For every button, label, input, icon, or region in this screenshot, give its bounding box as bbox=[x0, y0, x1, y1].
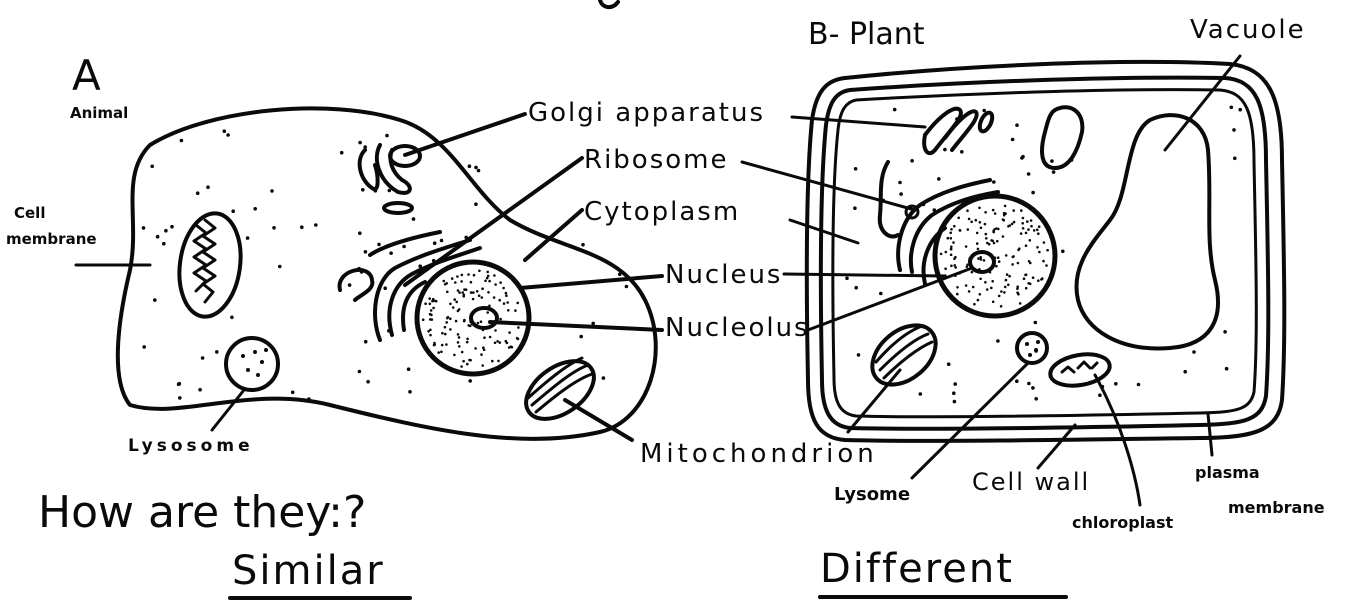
golgi-leader-animal bbox=[405, 114, 525, 155]
animal-letter: A bbox=[72, 51, 101, 100]
mitochondrion-label: Mitochondrion bbox=[640, 439, 878, 469]
animal-golgi bbox=[360, 145, 420, 213]
golgi-label: Golgi apparatus bbox=[528, 98, 765, 128]
nucleolus-label: Nucleolus bbox=[665, 313, 810, 343]
vacuole-label: Vacuole bbox=[1190, 15, 1306, 45]
lysome-label: Lysome bbox=[834, 484, 910, 505]
plant-cell bbox=[807, 62, 1285, 441]
animal-subtitle: Animal bbox=[70, 104, 128, 122]
lysosome-label: Lysosome bbox=[128, 436, 254, 456]
plant-title: B- Plant bbox=[808, 17, 925, 52]
question-text: How are they:? bbox=[38, 487, 366, 538]
cytoplasm-label: Cytoplasm bbox=[584, 197, 740, 227]
plant-mitochondrion bbox=[861, 313, 947, 396]
lysome-leader bbox=[912, 364, 1027, 478]
animal-nucleolus bbox=[471, 308, 497, 328]
cell-membrane-label-2: membrane bbox=[6, 230, 97, 248]
mitochondrion-leader-plant bbox=[848, 370, 900, 432]
plasma-membrane-leader bbox=[1208, 414, 1212, 455]
plant-cell-wall-outer bbox=[807, 62, 1285, 441]
plant-chromatin bbox=[940, 205, 1049, 308]
plant-lysosome bbox=[1017, 333, 1047, 363]
different-heading: Different bbox=[820, 546, 1014, 592]
cell-wall-leader bbox=[1038, 425, 1075, 468]
animal-lysosome bbox=[226, 338, 278, 390]
cell-membrane-label-1: Cell bbox=[14, 204, 45, 222]
plant-chloroplast bbox=[1048, 350, 1112, 390]
animal-nucleus bbox=[417, 262, 529, 374]
plasma-membrane-label-2: membrane bbox=[1228, 498, 1325, 517]
plant-vacuole bbox=[1076, 115, 1218, 348]
plasma-membrane-label-1: plasma bbox=[1195, 463, 1260, 482]
ribosome-leader-plant bbox=[742, 162, 915, 210]
nucleus-label: Nucleus bbox=[665, 260, 782, 290]
plant-organelle-oval bbox=[1042, 107, 1082, 168]
top-fragment bbox=[600, 0, 618, 7]
cytoplasm-leader-animal bbox=[525, 210, 582, 260]
animal-mitochondrion-right bbox=[516, 349, 605, 430]
plant-nucleus bbox=[935, 196, 1055, 316]
ribosome-label: Ribosome bbox=[584, 145, 728, 175]
animal-cell bbox=[118, 108, 656, 438]
similar-heading: Similar bbox=[232, 548, 385, 594]
chloroplast-label: chloroplast bbox=[1072, 513, 1173, 532]
cytoplasm-leader-plant bbox=[790, 220, 858, 243]
animal-cytoplasm-dots bbox=[142, 129, 629, 401]
cell-wall-label: Cell wall bbox=[972, 468, 1090, 496]
nucleolus-leader-animal bbox=[490, 322, 662, 330]
plant-nucleolus bbox=[970, 252, 994, 272]
plant-golgi bbox=[924, 109, 995, 153]
nucleus-leader-animal bbox=[520, 276, 662, 288]
animal-mitochondrion-left bbox=[173, 209, 247, 320]
lysosome-leader bbox=[212, 390, 244, 430]
